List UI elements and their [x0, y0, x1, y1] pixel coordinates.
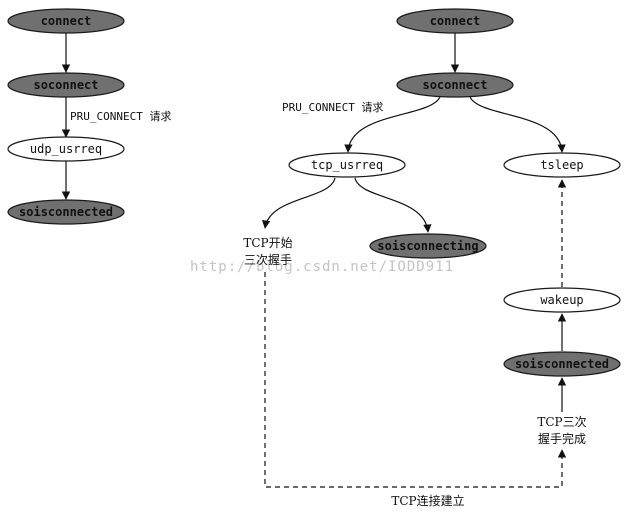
node-right-tsleep: tsleep — [503, 152, 621, 178]
node-right-wakeup-label: wakeup — [540, 293, 583, 307]
edge-right-tcp-handshake-start — [262, 177, 336, 229]
handshake-done-label-line1: TCP三次 — [537, 415, 586, 429]
node-right-tcp-usrreq-label: tcp_usrreq — [311, 158, 383, 172]
node-right-wakeup: wakeup — [503, 287, 621, 313]
node-right-soisconnected-label: soisconnected — [515, 357, 609, 371]
node-right-tsleep-label: tsleep — [540, 158, 583, 172]
edge-right-tcp-soisconnecting — [354, 177, 432, 233]
right-flow: connect soconnect PRU_CONNECT 请求 tcp_usr… — [243, 8, 621, 508]
node-right-connect-label: connect — [430, 14, 481, 28]
watermark-text: http://blog.csdn.net/IODD911 — [190, 259, 454, 275]
handshake-done-label-line2: 握手完成 — [538, 431, 586, 446]
node-right-soconnect: soconnect — [396, 72, 514, 98]
connection-established-label: TCP连接建立 — [391, 493, 464, 508]
node-right-soisconnected: soisconnected — [503, 351, 621, 377]
node-right-soisconnecting-label: soisconnecting — [377, 239, 478, 253]
node-left-udp-usrreq: udp_usrreq — [7, 136, 125, 162]
node-left-connect: connect — [7, 8, 125, 34]
node-left-connect-label: connect — [41, 14, 92, 28]
edge-right-handshake-established-dashed — [264, 272, 567, 488]
edge-right-soconnect-tcp — [344, 96, 441, 153]
node-left-udp-usrreq-label: udp_usrreq — [30, 142, 102, 156]
node-right-soconnect-label: soconnect — [422, 78, 487, 92]
left-request-label: PRU_CONNECT 请求 — [70, 110, 171, 123]
handshake-start-label-line1: TCP开始 — [243, 236, 292, 250]
node-left-soisconnected: soisconnected — [7, 199, 125, 225]
node-right-tcp-usrreq: tcp_usrreq — [288, 152, 406, 178]
edge-right-soconnect-tsleep — [469, 96, 566, 153]
node-left-soconnect-label: soconnect — [33, 78, 98, 92]
handshake-start-label-line2: 三次握手 — [244, 252, 292, 267]
left-flow: connect soconnect PRU_CONNECT 请求 udp_usr… — [7, 8, 171, 225]
right-request-label: PRU_CONNECT 请求 — [282, 101, 383, 114]
node-right-soisconnecting: soisconnecting — [369, 233, 487, 259]
node-left-soconnect: soconnect — [7, 72, 125, 98]
node-right-connect: connect — [396, 8, 514, 34]
node-left-soisconnected-label: soisconnected — [19, 205, 113, 219]
